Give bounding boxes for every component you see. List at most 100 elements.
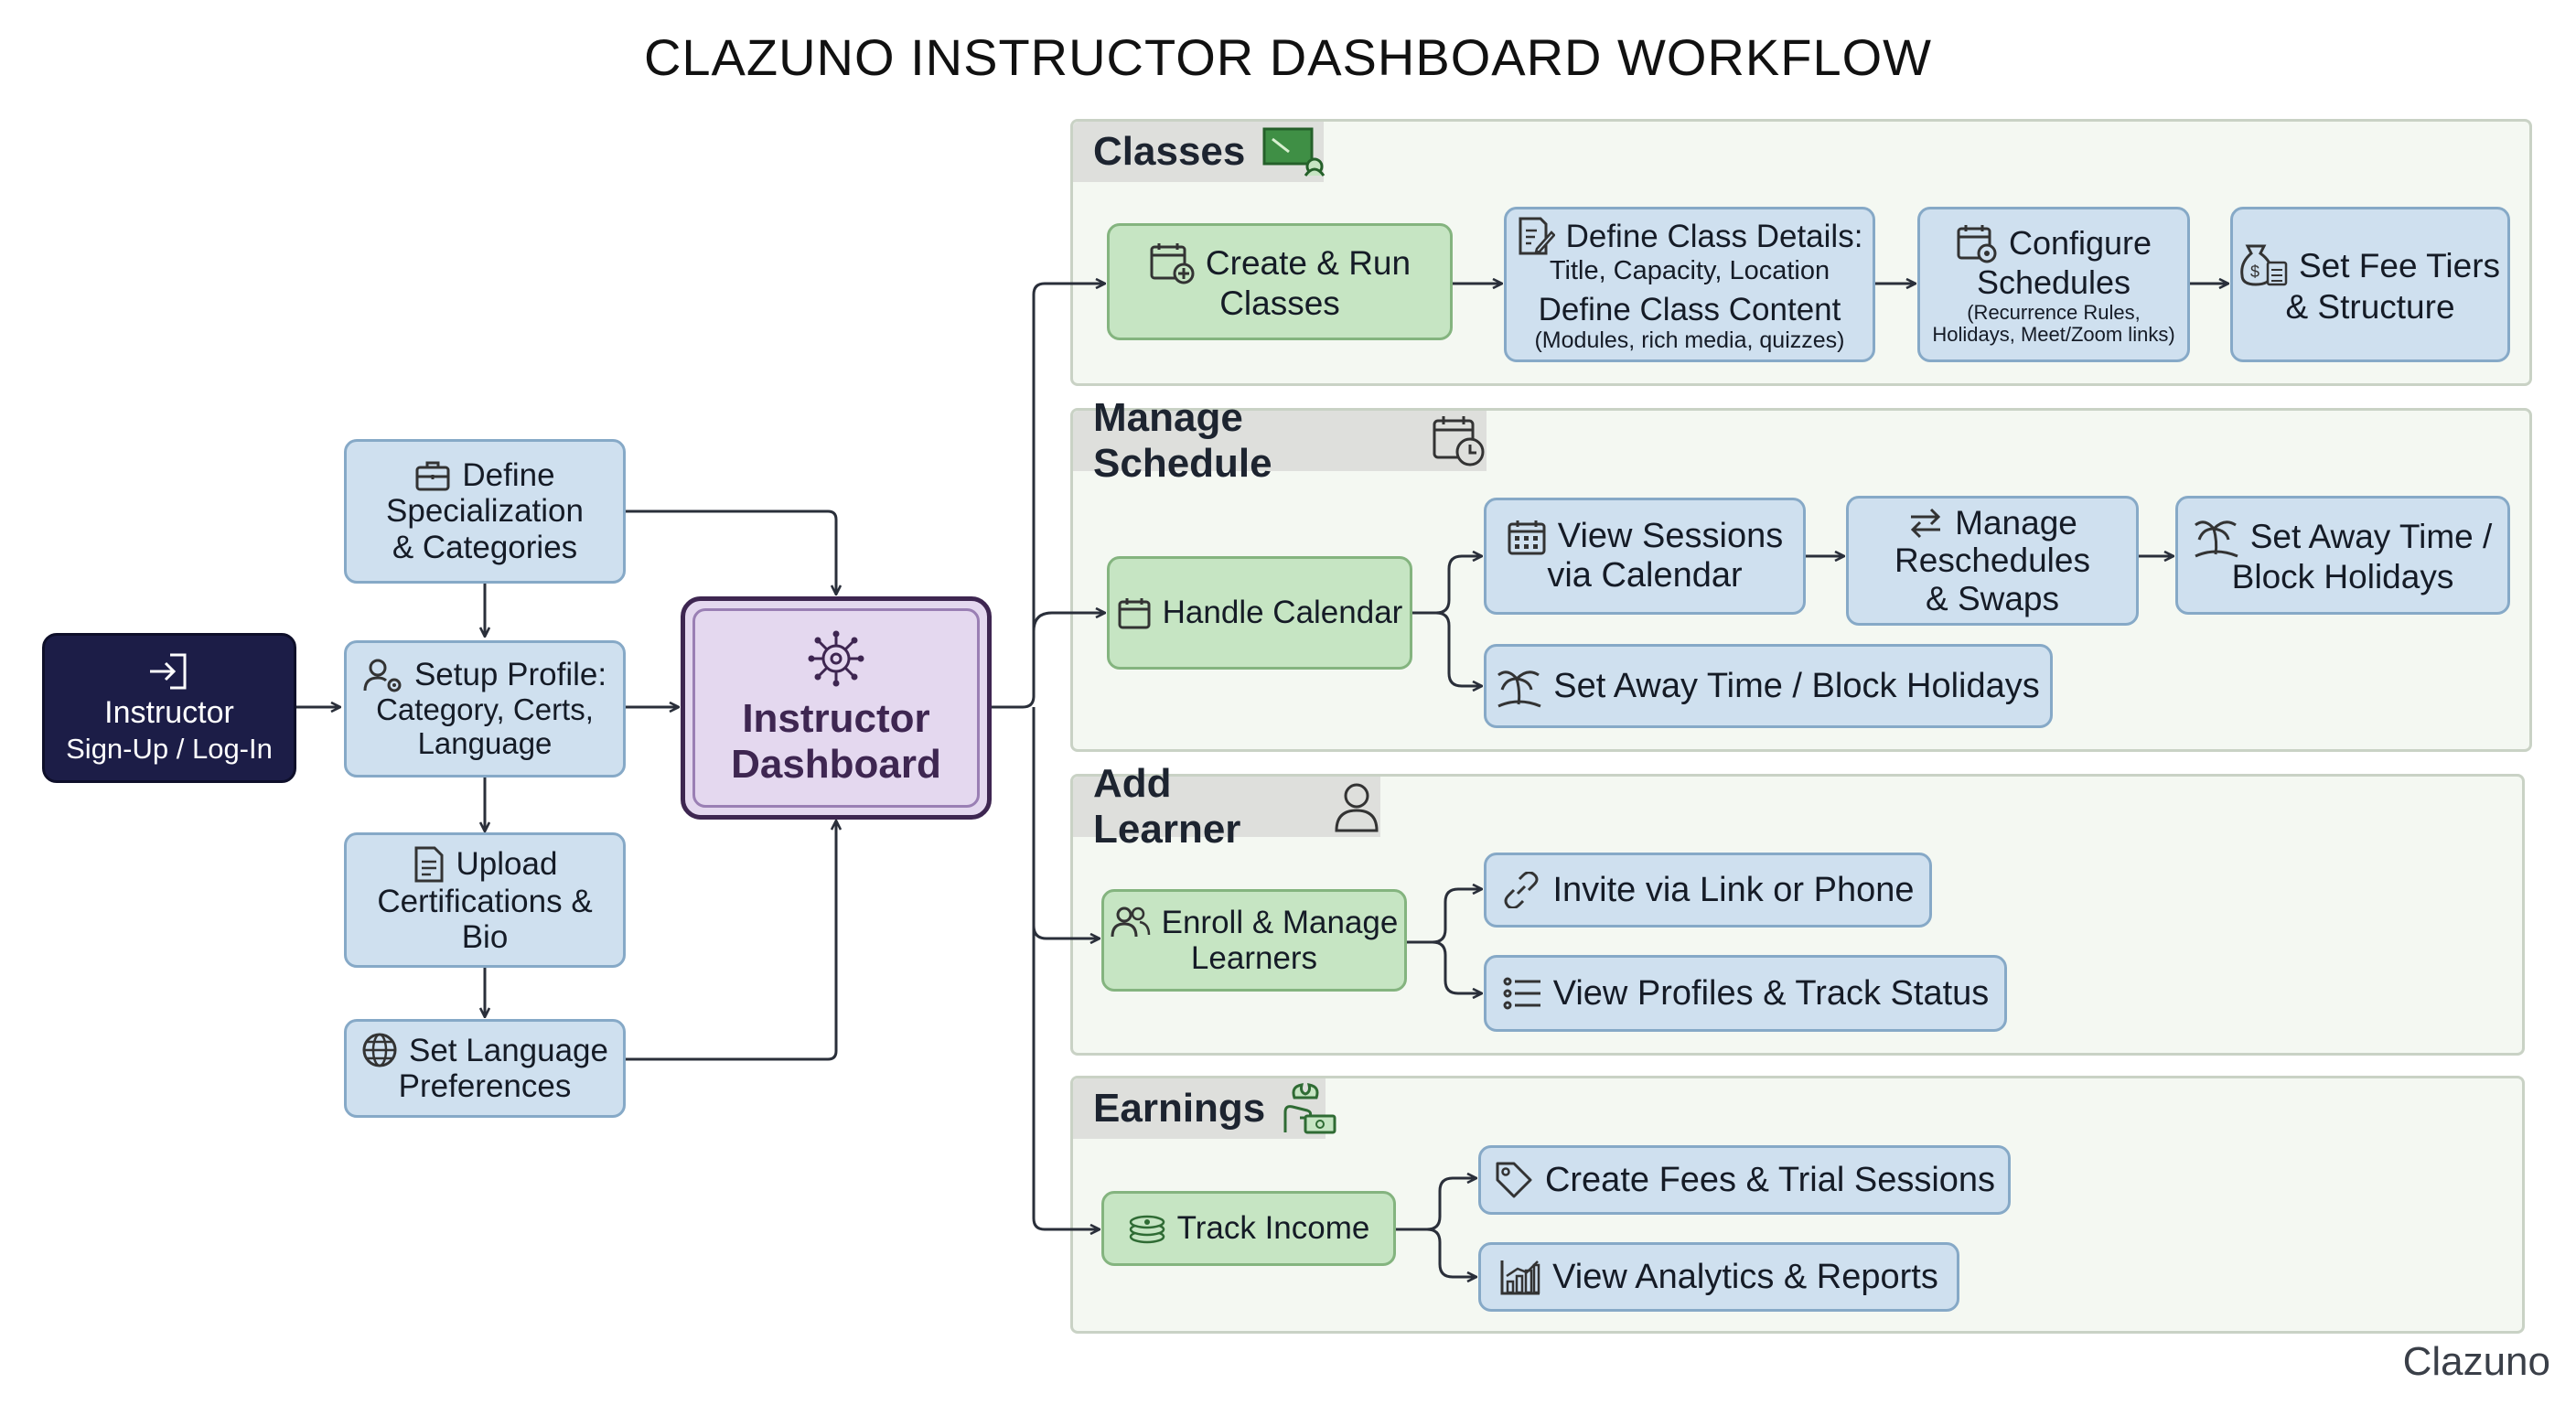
create-run-classes-node[interactable]: Create & Run Classes <box>1107 223 1453 340</box>
user-gear-icon <box>363 659 402 692</box>
away-top-line2: Block Holidays <box>2231 558 2454 596</box>
manage-reschedules-node[interactable]: Manage Reschedules & Swaps <box>1846 496 2139 626</box>
chalkboard-icon <box>1262 127 1326 177</box>
branch-calendar-up <box>1412 556 1482 615</box>
instructor-dashboard-node[interactable]: Instructor Dashboard <box>681 596 992 820</box>
upload-certifications-node[interactable]: Upload Certifications & Bio <box>344 832 626 968</box>
link-icon <box>1504 871 1539 908</box>
dashboard-line1: Instructor <box>742 696 930 741</box>
earnings-label: Earnings <box>1093 1086 1266 1131</box>
reschedule-line1: Manage <box>1955 503 2077 542</box>
view-sessions-line2: via Calendar <box>1547 556 1743 595</box>
view-sessions-line1: View Sessions <box>1557 517 1784 556</box>
list-icon <box>1503 977 1540 1010</box>
specialization-line1: Define <box>462 457 555 494</box>
language-line1: Set Language <box>409 1032 608 1068</box>
calendar-icon <box>1118 598 1151 629</box>
view-analytics-node[interactable]: View Analytics & Reports <box>1478 1242 1959 1312</box>
signup-login-node[interactable]: Instructor Sign-Up / Log-In <box>42 633 296 783</box>
branch-calendar-down <box>1435 611 1482 686</box>
bar-chart-icon <box>1500 1260 1540 1295</box>
profile-line3: Language <box>417 725 553 760</box>
arrow-to-enroll <box>1032 925 1100 938</box>
invite-label: Invite via Link or Phone <box>1552 870 1915 909</box>
profiles-label: View Profiles & Track Status <box>1552 973 1990 1013</box>
certs-line3: Bio <box>461 919 509 955</box>
briefcase-icon <box>415 461 450 491</box>
away-top-line1: Set Away Time / <box>2249 517 2493 555</box>
schedules-line4: Holidays, Meet/Zoom links) <box>1932 323 2175 347</box>
set-away-time-top-node[interactable]: Set Away Time / Block Holidays <box>2175 496 2510 615</box>
profile-line1: Setup Profile: <box>413 657 607 693</box>
signup-subtitle: Sign-Up / Log-In <box>66 732 273 765</box>
define-specialization-node[interactable]: Define Specialization & Categories <box>344 439 626 584</box>
certs-line1: Upload <box>456 846 558 883</box>
set-fee-tiers-node[interactable]: $ Set Fee Tiers & Structure <box>2230 207 2510 362</box>
schedule-header: Manage Schedule <box>1073 395 1487 486</box>
svg-text:$: $ <box>2250 263 2259 281</box>
branch-income-up <box>1396 1178 1476 1231</box>
schedules-line3: (Recurrence Rules, <box>1967 300 2141 324</box>
enroll-manage-learners-node[interactable]: Enroll & Manage Learners <box>1101 889 1407 992</box>
details-line1: Define Class Details: <box>1565 218 1863 254</box>
palm-tree-icon <box>2194 520 2238 558</box>
money-hand-icon <box>1283 1083 1336 1134</box>
earnings-header: Earnings <box>1073 1078 1336 1139</box>
arrow-to-handle-calendar <box>1032 613 1105 632</box>
page-title: CLAZUNO INSTRUCTOR DASHBOARD WORKFLOW <box>643 28 1933 86</box>
setup-profile-node[interactable]: Setup Profile: Category, Certs, Language <box>344 640 626 778</box>
calendar-clock-icon <box>1433 416 1485 467</box>
details-line2: Title, Capacity, Location <box>1549 256 1830 286</box>
set-language-node[interactable]: Set Language Preferences <box>344 1019 626 1118</box>
handle-calendar-label: Handle Calendar <box>1162 595 1403 631</box>
create-fees-label: Create Fees & Trial Sessions <box>1544 1160 1996 1199</box>
dashboard-line2: Dashboard <box>731 742 941 787</box>
swap-icon <box>1911 508 1941 538</box>
details-line4: (Modules, rich media, quizzes) <box>1534 327 1845 353</box>
specialization-line2: Specialization <box>386 493 584 530</box>
cash-stack-icon <box>1129 1215 1165 1244</box>
login-icon <box>150 653 187 689</box>
person-icon <box>1335 783 1379 832</box>
create-fees-trial-node[interactable]: Create Fees & Trial Sessions <box>1478 1145 2011 1215</box>
language-line2: Preferences <box>398 1068 572 1105</box>
certs-line2: Certifications & <box>377 883 593 919</box>
trunk-dashboard <box>992 284 1105 709</box>
branch-enroll-up <box>1407 889 1482 944</box>
enroll-line2: Learners <box>1190 940 1318 976</box>
profile-line2: Category, Certs, <box>376 692 594 726</box>
palm-tree-icon <box>1497 670 1541 708</box>
calendar-plus-icon <box>1150 243 1195 284</box>
fees-line2: & Structure <box>2285 288 2455 327</box>
calendar-grid-icon <box>1508 520 1546 555</box>
schedules-line1: Configure <box>2008 224 2152 263</box>
trunk-lower <box>1032 707 1100 1229</box>
handle-calendar-node[interactable]: Handle Calendar <box>1107 556 1412 670</box>
signup-title: Instructor <box>104 694 234 730</box>
learner-label: Add Learner <box>1093 761 1241 852</box>
classes-header: Classes <box>1073 122 1326 182</box>
tag-icon <box>1496 1162 1532 1198</box>
configure-schedules-node[interactable]: Configure Schedules (Recurrence Rules, H… <box>1917 207 2190 362</box>
globe-icon <box>362 1033 397 1067</box>
track-income-node[interactable]: Track Income <box>1101 1191 1396 1266</box>
details-line3: Define Class Content <box>1538 291 1841 327</box>
document-icon <box>414 846 444 883</box>
edit-document-icon <box>1519 217 1555 255</box>
track-income-label: Track Income <box>1176 1210 1370 1247</box>
money-bag-icon: $ <box>2240 244 2288 286</box>
view-profiles-node[interactable]: View Profiles & Track Status <box>1484 955 2007 1032</box>
view-sessions-node[interactable]: View Sessions via Calendar <box>1484 498 1806 615</box>
define-class-details-node[interactable]: Define Class Details: Title, Capacity, L… <box>1504 207 1875 362</box>
invite-link-phone-node[interactable]: Invite via Link or Phone <box>1484 853 1932 928</box>
schedules-line2: Schedules <box>1976 263 2131 302</box>
set-away-time-bottom-node[interactable]: Set Away Time / Block Holidays <box>1484 644 2053 728</box>
analytics-label: View Analytics & Reports <box>1552 1257 1938 1296</box>
virus-cog-icon <box>808 630 864 687</box>
users-icon <box>1111 906 1150 938</box>
schedule-label: Manage Schedule <box>1093 395 1272 486</box>
classes-label: Classes <box>1093 129 1246 174</box>
arrow-spec-to-dashboard <box>626 509 836 595</box>
branch-income-down <box>1426 1228 1476 1277</box>
